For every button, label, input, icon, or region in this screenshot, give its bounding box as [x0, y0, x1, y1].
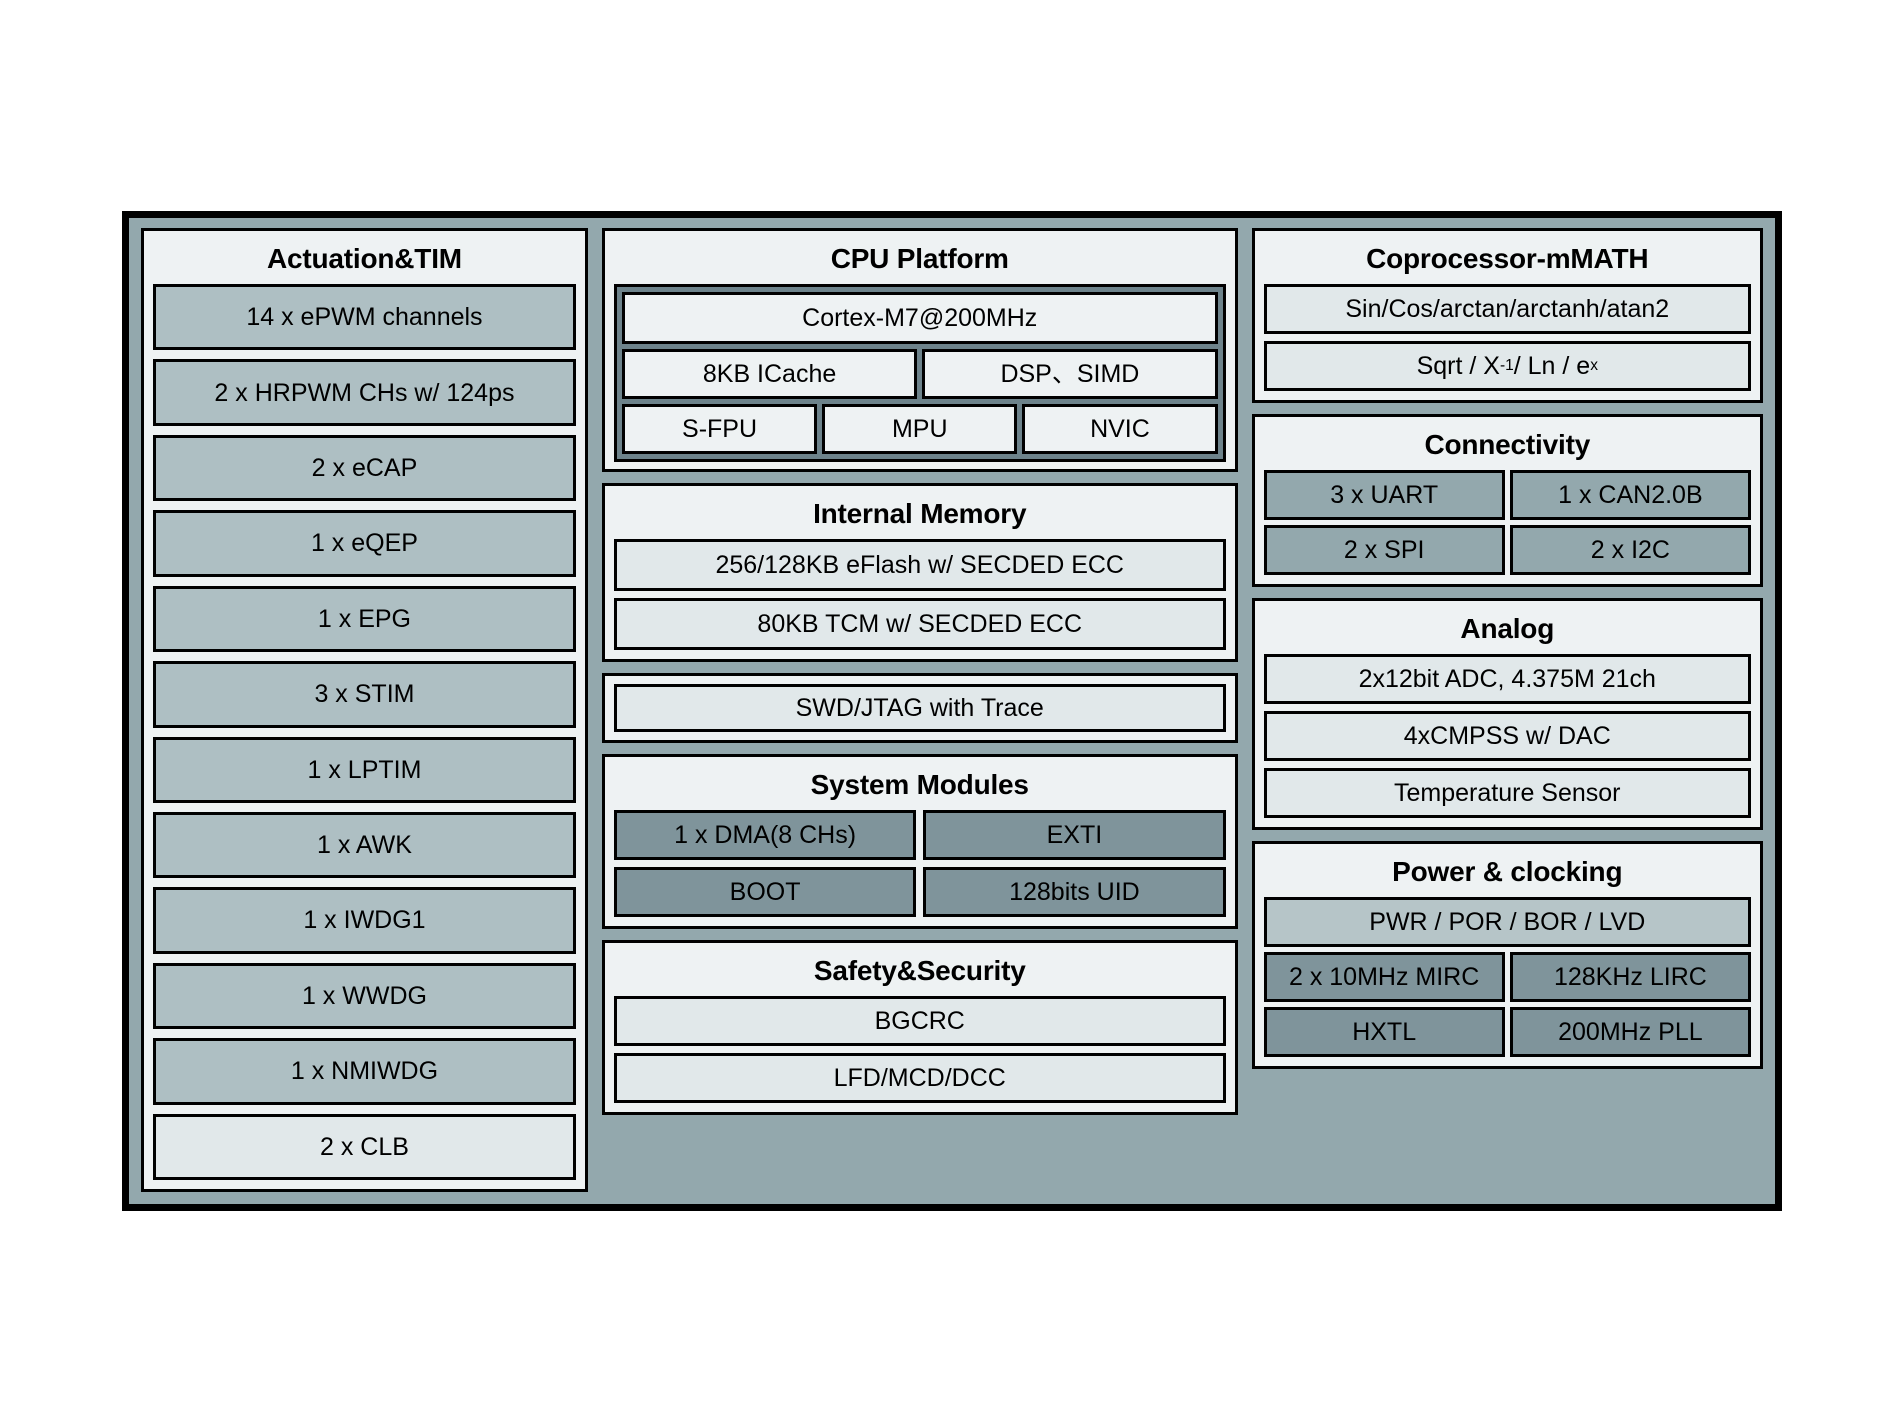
cell-temperature-sensor: Temperature Sensor [1263, 768, 1751, 818]
cell-swd-jtag: SWD/JTAG with Trace [613, 684, 1226, 732]
cell-icache: 8KB ICache [621, 349, 918, 399]
cell-mirc: 2 x 10MHz MIRC [1263, 952, 1505, 1002]
cell-lptim: 1 x LPTIM [153, 736, 576, 803]
analog-list: 2x12bit ADC, 4.375M 21ch 4xCMPSS w/ DAC … [1263, 654, 1751, 818]
chip-block-diagram: Actuation&TIM 14 x ePWM channels 2 x HRP… [122, 211, 1782, 1211]
cell-cmpss-dac: 4xCMPSS w/ DAC [1263, 711, 1751, 761]
cell-lfd-mcd-dcc: LFD/MCD/DCC [613, 1053, 1226, 1103]
cell-uid: 128bits UID [923, 867, 1226, 917]
cell-nmiwdg: 1 x NMIWDG [153, 1038, 576, 1105]
group-actuation-tim: Actuation&TIM 14 x ePWM channels 2 x HRP… [141, 228, 588, 1192]
group-title-analog: Analog [1460, 613, 1555, 644]
cell-wwdg: 1 x WWDG [153, 962, 576, 1030]
cell-ecap: 2 x eCAP [153, 434, 576, 502]
cell-iwdg1: 1 x IWDG1 [153, 887, 576, 954]
cell-tcm: 80KB TCM w/ SECDED ECC [613, 598, 1226, 650]
safety-security-list: BGCRC LFD/MCD/DCC [613, 996, 1226, 1103]
group-analog: Analog 2x12bit ADC, 4.375M 21ch 4xCMPSS … [1251, 598, 1763, 830]
cell-hxtl: HXTL [1263, 1007, 1505, 1057]
cell-mpu: MPU [822, 404, 1018, 454]
connectivity-row-1: 3 x UART 1 x CAN2.0B [1263, 470, 1751, 520]
cell-stim: 3 x STIM [153, 661, 576, 728]
group-title-actuation-tim: Actuation&TIM [266, 243, 462, 274]
cell-can: 1 x CAN2.0B [1509, 470, 1751, 520]
actuation-item-list: 14 x ePWM channels 2 x HRPWM CHs w/ 124p… [153, 284, 576, 1181]
cell-pll: 200MHz PLL [1509, 1007, 1751, 1057]
system-modules-row-1: 1 x DMA(8 CHs) EXTI [613, 810, 1226, 860]
cell-epwm-channels: 14 x ePWM channels [153, 284, 576, 351]
connectivity-row-2: 2 x SPI 2 x I2C [1263, 525, 1751, 575]
group-title-internal-memory: Internal Memory [813, 498, 1027, 529]
group-title-safety-security: Safety&Security [813, 955, 1026, 986]
cell-pwr-por-bor-lvd: PWR / POR / BOR / LVD [1263, 897, 1751, 947]
cell-awk: 1 x AWK [153, 811, 576, 879]
group-debug: SWD/JTAG with Trace [601, 673, 1238, 743]
group-cpu-platform: CPU Platform Cortex-M7@200MHz 8KB ICache… [601, 228, 1238, 472]
cpu-row-cache-dsp: 8KB ICache DSP、SIMD [621, 349, 1218, 399]
cell-eqep: 1 x eQEP [153, 510, 576, 577]
cpu-row-fpu-mpu-nvic: S-FPU MPU NVIC [621, 404, 1218, 454]
cell-bgcrc: BGCRC [613, 996, 1226, 1046]
connectivity-list: 3 x UART 1 x CAN2.0B 2 x SPI 2 x I2C [1263, 470, 1751, 575]
cell-eflash: 256/128KB eFlash w/ SECDED ECC [613, 539, 1226, 591]
group-coprocessor-mmath: Coprocessor-mMATH Sin/Cos/arctan/arctanh… [1251, 228, 1763, 403]
cell-clb: 2 x CLB [153, 1113, 576, 1181]
center-column: CPU Platform Cortex-M7@200MHz 8KB ICache… [601, 228, 1238, 1192]
right-column: Coprocessor-mMATH Sin/Cos/arctan/arctanh… [1251, 228, 1763, 1192]
group-title-coprocessor-mmath: Coprocessor-mMATH [1366, 243, 1649, 274]
cell-boot: BOOT [613, 867, 917, 917]
power-clocking-row-2: HXTL 200MHz PLL [1263, 1007, 1751, 1057]
math-formula-prefix: Sqrt / X [1416, 351, 1500, 380]
cell-trig-functions: Sin/Cos/arctan/arctanh/atan2 [1263, 284, 1751, 334]
group-title-cpu-platform: CPU Platform [830, 243, 1009, 274]
system-modules-list: 1 x DMA(8 CHs) EXTI BOOT 128bits UID [613, 810, 1226, 917]
cell-exti: EXTI [923, 810, 1226, 860]
power-clocking-list: PWR / POR / BOR / LVD 2 x 10MHz MIRC 128… [1263, 897, 1751, 1057]
cpu-inner-block: Cortex-M7@200MHz 8KB ICache DSP、SIMD S-F… [613, 284, 1226, 462]
group-internal-memory: Internal Memory 256/128KB eFlash w/ SECD… [601, 483, 1238, 662]
group-title-power-clocking: Power & clocking [1392, 856, 1623, 887]
cell-hrpwm-channels: 2 x HRPWM CHs w/ 124ps [153, 359, 576, 426]
cell-lirc: 128KHz LIRC [1509, 952, 1751, 1002]
cell-uart: 3 x UART [1263, 470, 1505, 520]
cell-spi: 2 x SPI [1263, 525, 1505, 575]
internal-memory-list: 256/128KB eFlash w/ SECDED ECC 80KB TCM … [613, 539, 1226, 650]
cell-s-fpu: S-FPU [621, 404, 818, 454]
cell-epg: 1 x EPG [153, 585, 576, 653]
cell-adc: 2x12bit ADC, 4.375M 21ch [1263, 654, 1751, 704]
left-column: Actuation&TIM 14 x ePWM channels 2 x HRP… [141, 228, 588, 1192]
group-title-connectivity: Connectivity [1424, 429, 1591, 460]
group-power-clocking: Power & clocking PWR / POR / BOR / LVD 2… [1251, 841, 1763, 1069]
group-system-modules: System Modules 1 x DMA(8 CHs) EXTI BOOT … [601, 754, 1238, 929]
system-modules-row-2: BOOT 128bits UID [613, 867, 1226, 917]
cell-dsp-simd: DSP、SIMD [922, 349, 1218, 399]
cell-dma: 1 x DMA(8 CHs) [613, 810, 917, 860]
group-connectivity: Connectivity 3 x UART 1 x CAN2.0B 2 x SP… [1251, 414, 1763, 587]
group-safety-security: Safety&Security BGCRC LFD/MCD/DCC [601, 940, 1238, 1115]
power-clocking-row-1: 2 x 10MHz MIRC 128KHz LIRC [1263, 952, 1751, 1002]
coprocessor-list: Sin/Cos/arctan/arctanh/atan2 Sqrt / X-1 … [1263, 284, 1751, 391]
cell-i2c: 2 x I2C [1509, 525, 1751, 575]
group-title-system-modules: System Modules [810, 769, 1029, 800]
cell-cortex-core: Cortex-M7@200MHz [621, 292, 1218, 344]
math-formula-middle: / Ln / e [1513, 351, 1591, 380]
cell-nvic: NVIC [1022, 404, 1218, 454]
